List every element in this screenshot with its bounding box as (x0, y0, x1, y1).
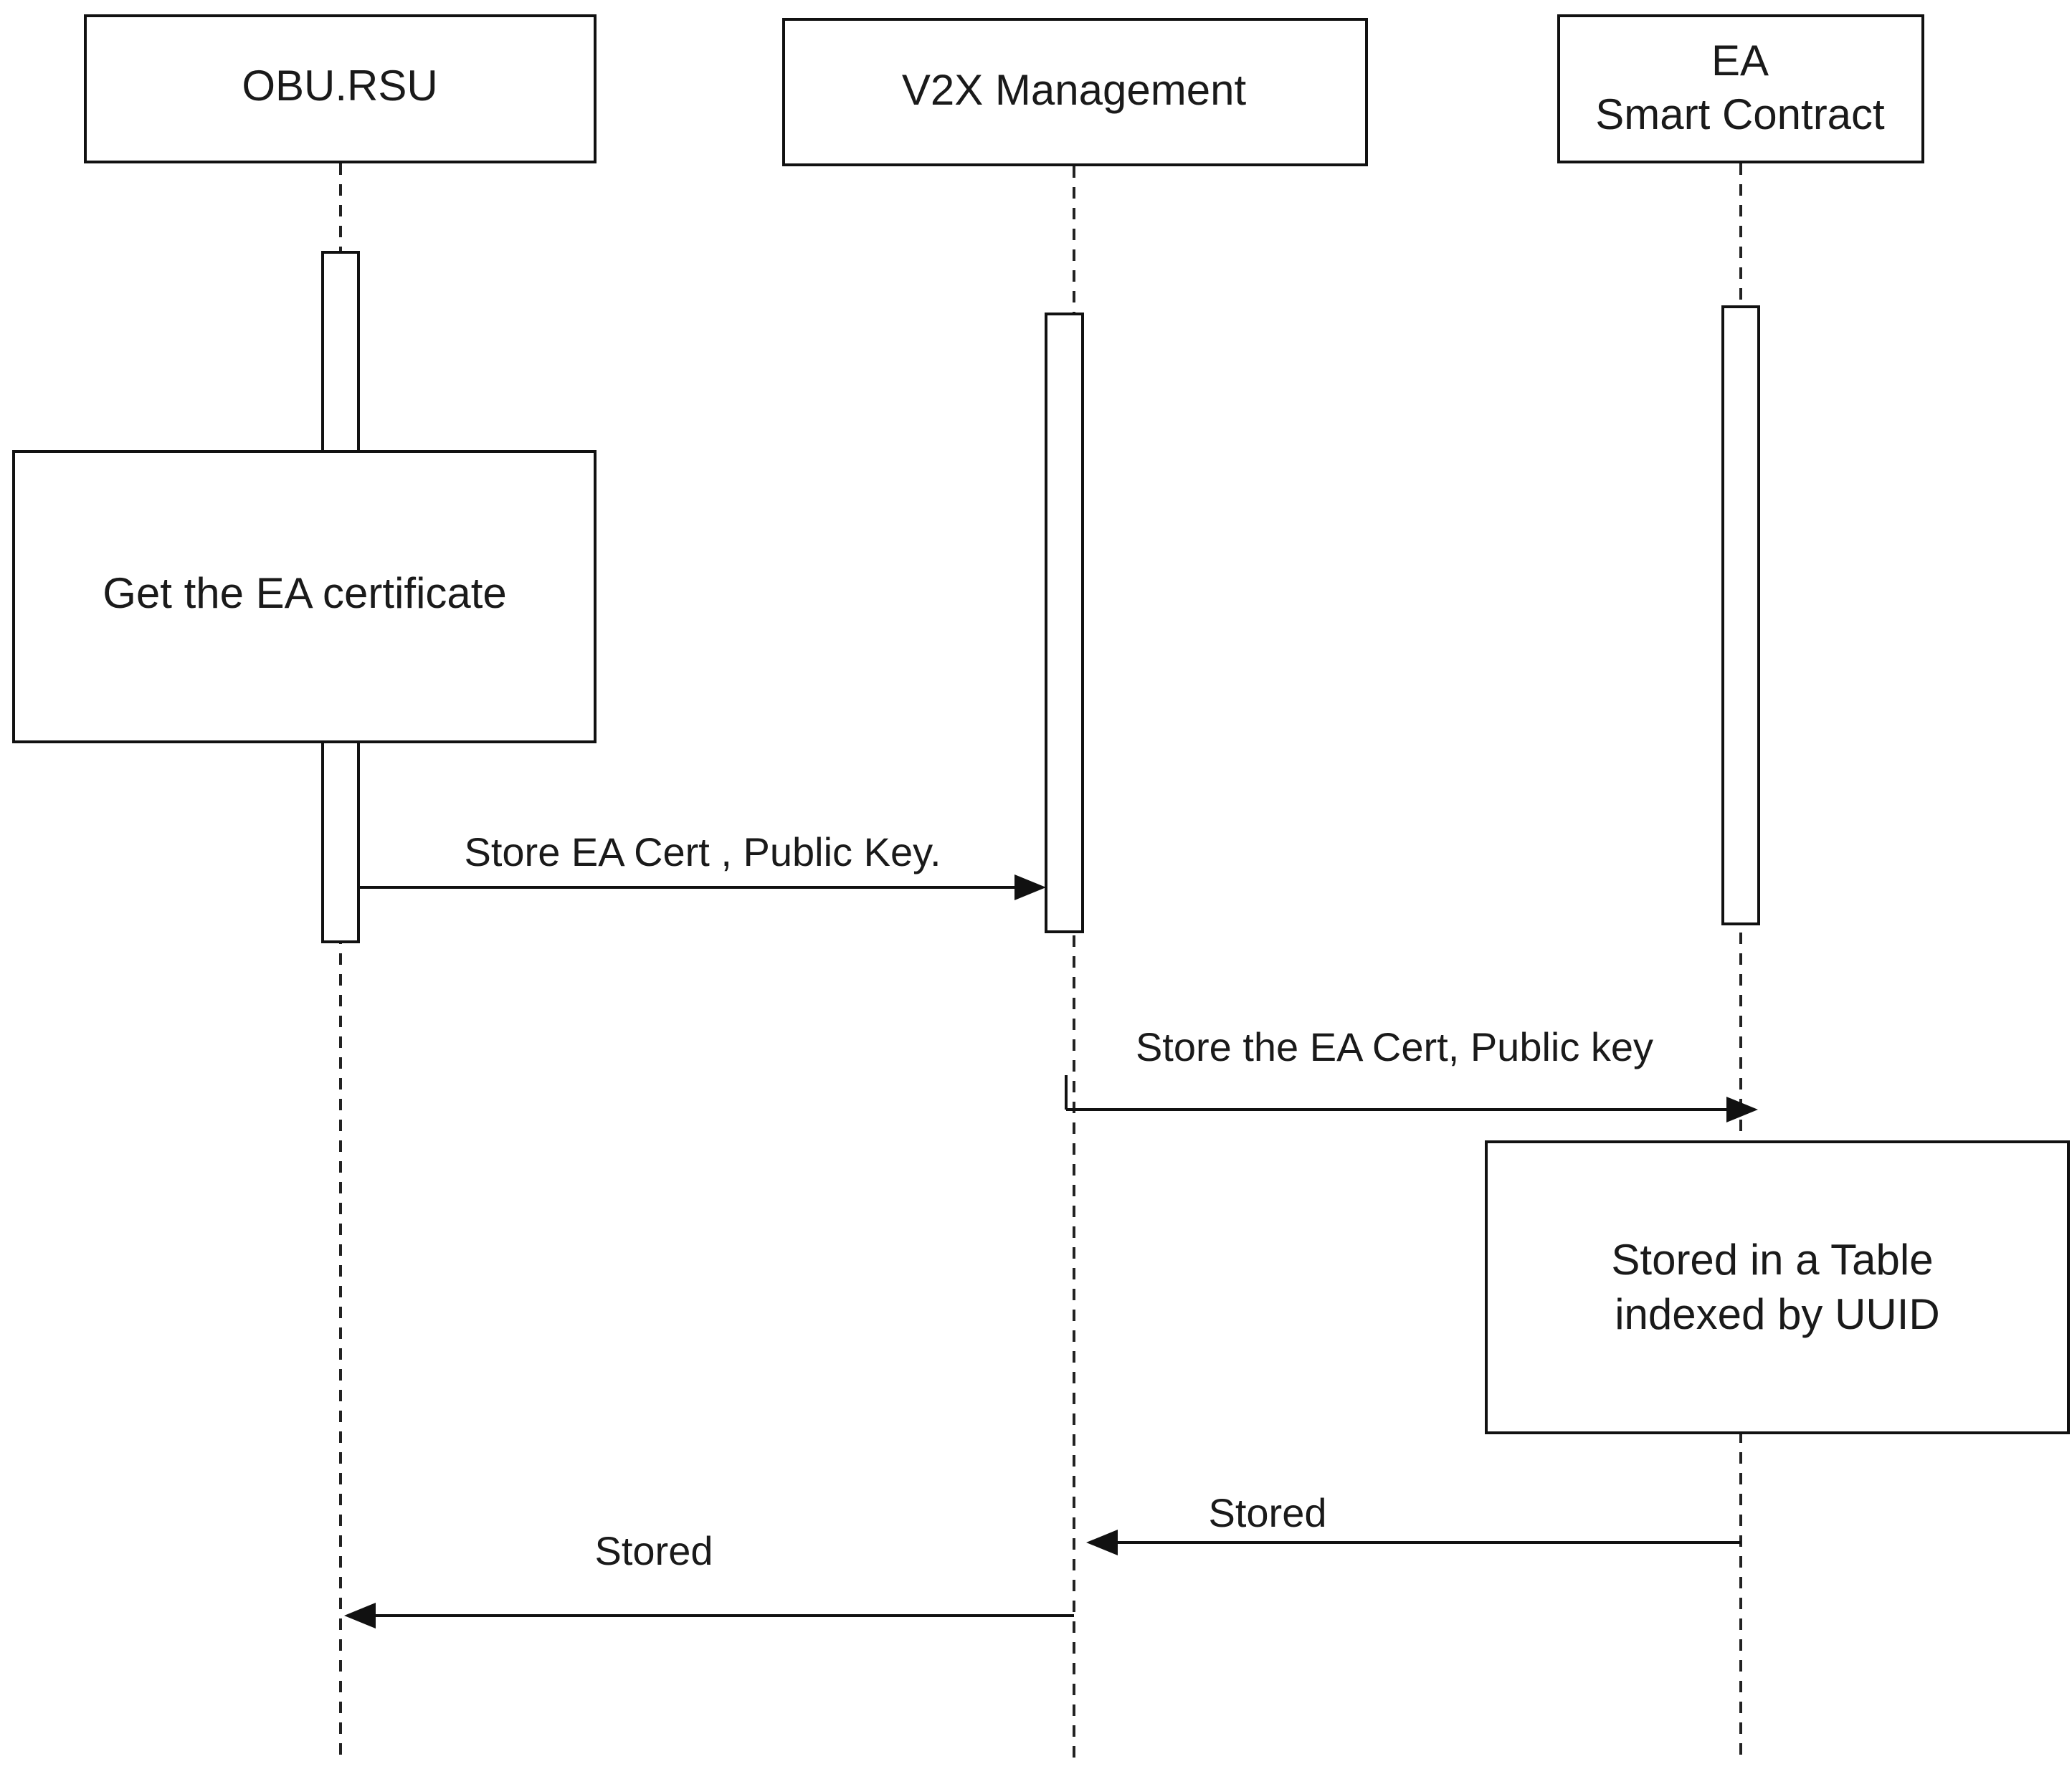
message-store-the-ea-cert-public-key-label: Store the EA Cert, Public key (1136, 1024, 1653, 1069)
participant-obu-rsu-label: OBU.RSU (242, 62, 437, 110)
message-store-the-ea-cert-public-key: Store the EA Cert, Public key (1065, 1024, 1758, 1122)
message-stored-to-v2x-label: Stored (1209, 1490, 1327, 1535)
message-stored-to-obu: Stored (344, 1528, 1074, 1629)
participant-v2x-management: V2X Management (782, 18, 1368, 166)
note-get-ea-certificate: Get the EA certificate (12, 450, 597, 743)
activation-bar-v2x-management (1045, 313, 1084, 933)
activation-bar-ea-smart-contract (1721, 305, 1760, 925)
note-stored-in-table: Stored in a Table indexed by UUID (1485, 1140, 2070, 1434)
message-stored-to-obu-label: Stored (595, 1528, 713, 1573)
message-stored-to-v2x: Stored (1086, 1490, 1741, 1555)
arrowhead-icon (1086, 1530, 1118, 1555)
arrowhead-icon (344, 1603, 376, 1629)
participant-obu-rsu: OBU.RSU (84, 14, 597, 163)
message-store-ea-cert-public-key: Store EA Cert , Public Key. (358, 829, 1046, 900)
participant-smart-contract-label: Smart Contract (1595, 90, 1885, 138)
arrowhead-icon (1014, 874, 1046, 900)
participant-v2x-management-label: V2X Management (902, 66, 1247, 114)
participant-ea-label: EA (1711, 37, 1769, 85)
message-store-ea-cert-public-key-label: Store EA Cert , Public Key. (464, 829, 941, 874)
note-stored-in-table-line1: Stored in a Table (1611, 1236, 1933, 1284)
arrowhead-icon (1726, 1097, 1758, 1122)
note-get-ea-certificate-text: Get the EA certificate (103, 569, 507, 617)
participant-ea-smart-contract: EA Smart Contract (1557, 14, 1924, 163)
note-stored-in-table-line2: indexed by UUID (1615, 1290, 1940, 1338)
